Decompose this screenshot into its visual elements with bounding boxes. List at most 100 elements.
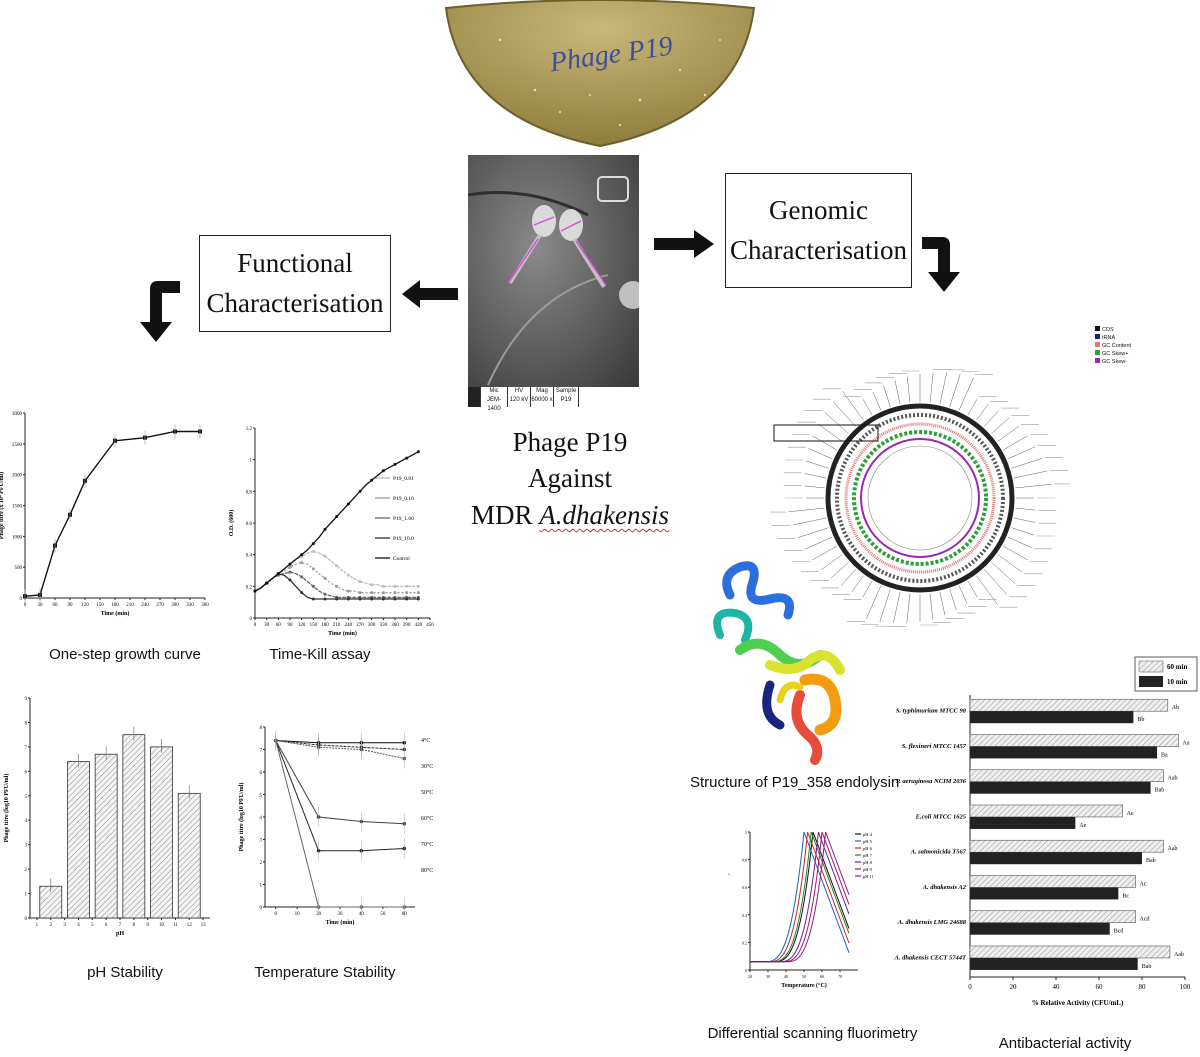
x-tick-label: 50 (802, 974, 806, 979)
x-tick-label: 60 (820, 974, 824, 979)
bar-label-60: Acd (1140, 917, 1150, 923)
gene-tick (984, 410, 1000, 427)
data-point (300, 591, 304, 595)
x-tick-label: 3 (63, 923, 66, 928)
data-point (335, 515, 339, 519)
x-tick-label: 8 (133, 923, 136, 928)
x-tick-label: 180 (321, 623, 329, 628)
data-point (288, 578, 292, 582)
data-point (381, 591, 385, 595)
data-point (405, 456, 409, 460)
series-line (750, 831, 850, 963)
x-tick-label: 450 (426, 623, 434, 628)
data-point (393, 584, 397, 588)
bar-10-min (970, 816, 1076, 829)
bar-label-10: Bb (1137, 717, 1144, 723)
category-label: P. aeruginosa NCIM 2036 (896, 778, 967, 785)
x-tick-label: 50 (380, 912, 386, 917)
gene-tick (1011, 527, 1035, 536)
series-line (275, 740, 405, 750)
y-tick-label: 0.2 (246, 585, 253, 590)
bar-label-10: Bcd (1114, 929, 1124, 935)
data-point (300, 575, 304, 579)
bar-label-10: Bab (1142, 964, 1152, 970)
legend-label-10: 10 min (1167, 678, 1188, 686)
series-line (275, 740, 405, 852)
gene-tick (1015, 484, 1052, 489)
functional-line-2: Characterisation (206, 287, 384, 318)
center-line-1: Phage P19 (512, 427, 628, 457)
x-tick-label: 150 (96, 603, 104, 608)
gene-tick (792, 517, 827, 526)
x-tick-label: 4 (77, 923, 80, 928)
x-axis-label: pH (116, 931, 124, 937)
data-point (323, 597, 327, 601)
bar-60-min (969, 804, 1123, 818)
bar-label-10: Bab (1146, 858, 1156, 864)
data-point (416, 591, 420, 595)
legend-label: pH 5 (863, 839, 873, 844)
data-point (300, 553, 304, 557)
data-point (393, 591, 397, 595)
bar-label-60: Ab (1172, 705, 1179, 711)
y-tick-label: 5 (25, 795, 28, 800)
gene-tick (967, 581, 978, 597)
x-tick-label: 420 (415, 623, 423, 628)
gene-tick (812, 435, 837, 451)
x-tick-label: 390 (403, 623, 411, 628)
bar-10-min (970, 922, 1110, 935)
x-tick-label: 270 (156, 603, 164, 608)
x-axis-label: Time (min) (326, 919, 355, 926)
legend-label: 50°C (421, 789, 433, 796)
genome-circular-map (770, 369, 1070, 627)
x-tick-label: 40 (1053, 983, 1061, 991)
y-tick-label: 9 (25, 697, 28, 702)
x-tick-label: 90 (288, 623, 294, 628)
legend-gc-content: GC Content (1095, 342, 1131, 350)
legend-label: pH 4 (863, 832, 873, 837)
y-tick-label: 0.4 (246, 554, 253, 559)
gene-tick (894, 380, 901, 405)
x-tick-label: 6 (105, 923, 108, 928)
y-axis-label: Phage titre (log10 PFU/ml) (238, 783, 245, 852)
gene-tick (824, 412, 849, 434)
gene-tick (808, 448, 833, 460)
bar-60-min (969, 769, 1164, 783)
center-line-3-prefix: MDR (471, 499, 540, 530)
x-tick-label: 70 (838, 974, 842, 979)
legend-label: pH 9 (863, 867, 873, 872)
y-axis-label: O.D. (600) (228, 510, 235, 537)
x-tick-label: 10 (295, 912, 301, 917)
x-tick-label: 210 (126, 603, 134, 608)
legend-label: P19_10.0 (393, 536, 414, 542)
bar-10-min (970, 781, 1151, 794)
data-point (311, 567, 315, 571)
gene-tick (1003, 435, 1028, 451)
gene-tick (949, 589, 957, 611)
gc-skew-neg-ring (860, 438, 980, 558)
data-point (381, 597, 385, 601)
y-tick-label: 0.8 (246, 490, 253, 495)
y-tick-label: 1 (745, 830, 747, 835)
x-tick-label: 80 (1139, 983, 1147, 991)
y-tick-label: 0.2 (742, 940, 747, 945)
gene-tick (817, 423, 843, 442)
data-point (288, 570, 292, 574)
y-tick-label: 500 (15, 566, 23, 571)
legend-cds: CDS (1095, 326, 1131, 334)
x-tick-label: 330 (186, 603, 194, 608)
x-axis-label: Time (min) (101, 610, 130, 617)
y-tick-label: 4 (260, 816, 263, 821)
genomic-line-1: Genomic (769, 195, 868, 226)
x-tick-label: 300 (171, 603, 179, 608)
gene-tick (939, 372, 947, 405)
data-point (323, 576, 327, 580)
gene-tick (976, 404, 989, 421)
category-label: A. dhakensis A2 (922, 884, 967, 891)
x-tick-label: 40 (784, 974, 788, 979)
x-tick-label: 240 (345, 623, 353, 628)
data-point (346, 502, 350, 506)
gene-tick (840, 569, 856, 586)
